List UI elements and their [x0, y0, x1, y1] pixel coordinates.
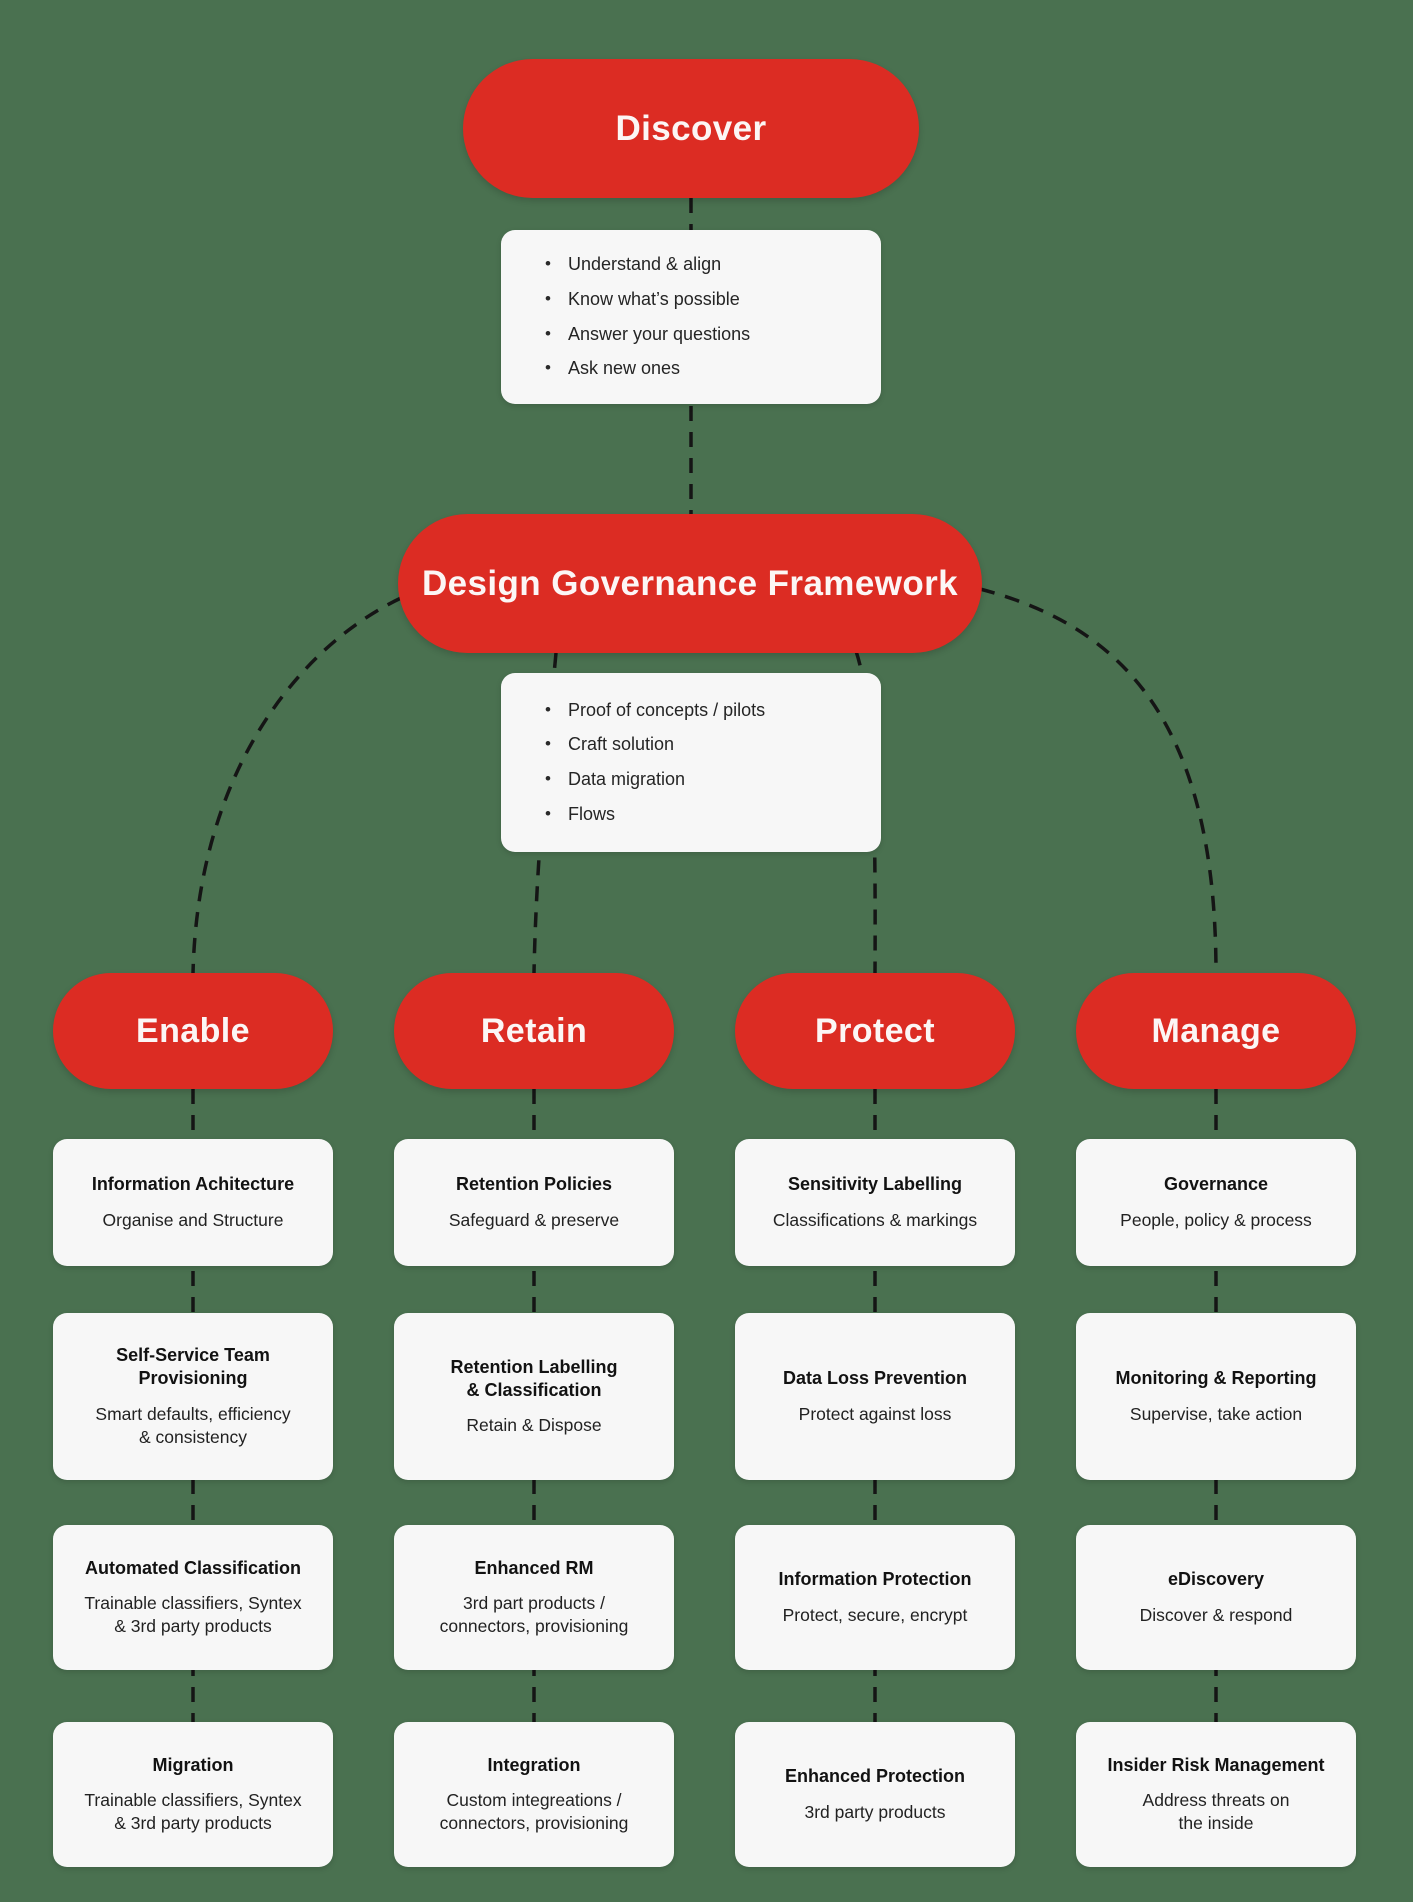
card-title: Governance	[1163, 1174, 1269, 1195]
card-subtitle: Trainable classifiers, Syntex & 3rd part…	[84, 1790, 302, 1834]
card-retention-policies: Retention Policies Safeguard & preserve	[394, 1139, 674, 1266]
card-subtitle: 3rd part products / connectors, provisio…	[439, 1593, 629, 1637]
discover-notes-list: Understand & align Know what’s possible …	[545, 241, 861, 392]
card-title: Information Achitecture	[91, 1174, 295, 1195]
connector-design-to-manage	[979, 587, 1218, 974]
node-enable: Enable	[53, 973, 333, 1089]
card-title: Sensitivity Labelling	[787, 1174, 963, 1195]
connector-design-to-enable	[191, 596, 402, 974]
card-information-architecture: Information Achitecture Organise and Str…	[53, 1139, 333, 1266]
card-automated-classification: Automated Classification Trainable class…	[53, 1525, 333, 1670]
card-title: Automated Classification	[84, 1557, 302, 1578]
card-title: Migration	[152, 1754, 234, 1775]
discover-notes-card: Understand & align Know what’s possible …	[501, 230, 881, 404]
note-item: Data migration	[545, 769, 861, 791]
node-protect: Protect	[735, 973, 1015, 1089]
node-design-governance-framework: Design Governance Framework	[398, 514, 982, 653]
card-subtitle: Protect against loss	[798, 1403, 952, 1424]
design-notes-card: Proof of concepts / pilots Craft solutio…	[501, 673, 881, 852]
node-discover-label: Discover	[615, 108, 767, 148]
card-title: Insider Risk Management	[1107, 1754, 1325, 1775]
card-title: Self-Service Team Provisioning	[116, 1345, 270, 1389]
note-item: Flows	[545, 804, 861, 826]
note-item: Understand & align	[545, 254, 861, 276]
card-subtitle: People, policy & process	[1120, 1209, 1312, 1230]
card-migration: Migration Trainable classifiers, Syntex …	[53, 1722, 333, 1867]
card-sensitivity-labelling: Sensitivity Labelling Classifications & …	[735, 1139, 1015, 1266]
card-title: Information Protection	[778, 1569, 972, 1590]
card-self-service-team-provisioning: Self-Service Team Provisioning Smart def…	[53, 1313, 333, 1480]
card-title: Data Loss Prevention	[782, 1368, 968, 1389]
note-item: Craft solution	[545, 734, 861, 756]
card-subtitle: Discover & respond	[1139, 1604, 1293, 1625]
node-manage-label: Manage	[1151, 1011, 1281, 1050]
card-information-protection: Information Protection Protect, secure, …	[735, 1525, 1015, 1670]
node-enable-label: Enable	[136, 1011, 250, 1050]
card-subtitle: Classifications & markings	[772, 1209, 978, 1230]
card-title: Enhanced RM	[474, 1557, 594, 1578]
card-title: Monitoring & Reporting	[1115, 1368, 1317, 1389]
card-subtitle: Custom integreations / connectors, provi…	[439, 1790, 629, 1834]
card-subtitle: Address threats on the inside	[1142, 1790, 1290, 1834]
card-subtitle: Retain & Dispose	[466, 1415, 602, 1436]
card-title: Retention Labelling & Classification	[450, 1356, 618, 1400]
card-subtitle: Safeguard & preserve	[448, 1209, 620, 1230]
card-title: Enhanced Protection	[784, 1766, 966, 1787]
card-title: eDiscovery	[1167, 1569, 1265, 1590]
note-item: Answer your questions	[545, 324, 861, 346]
note-item: Proof of concepts / pilots	[545, 700, 861, 722]
card-subtitle: Supervise, take action	[1129, 1403, 1303, 1424]
card-ediscovery: eDiscovery Discover & respond	[1076, 1525, 1356, 1670]
design-notes-list: Proof of concepts / pilots Craft solutio…	[545, 687, 861, 838]
node-discover: Discover	[463, 59, 919, 198]
node-design-label: Design Governance Framework	[422, 563, 958, 603]
card-governance: Governance People, policy & process	[1076, 1139, 1356, 1266]
node-protect-label: Protect	[815, 1011, 935, 1050]
node-retain-label: Retain	[480, 1011, 588, 1050]
card-subtitle: Smart defaults, efficiency & consistency	[95, 1403, 291, 1447]
note-item: Know what’s possible	[545, 289, 861, 311]
card-subtitle: Organise and Structure	[102, 1209, 284, 1230]
card-title: Retention Policies	[455, 1174, 613, 1195]
card-integration: Integration Custom integreations / conne…	[394, 1722, 674, 1867]
card-insider-risk-management: Insider Risk Management Address threats …	[1076, 1722, 1356, 1867]
card-monitoring-reporting: Monitoring & Reporting Supervise, take a…	[1076, 1313, 1356, 1480]
card-enhanced-rm: Enhanced RM 3rd part products / connecto…	[394, 1525, 674, 1670]
node-manage: Manage	[1076, 973, 1356, 1089]
node-retain: Retain	[394, 973, 674, 1089]
card-subtitle: Protect, secure, encrypt	[782, 1604, 968, 1625]
card-subtitle: Trainable classifiers, Syntex & 3rd part…	[84, 1593, 302, 1637]
card-enhanced-protection: Enhanced Protection 3rd party products	[735, 1722, 1015, 1867]
note-item: Ask new ones	[545, 358, 861, 380]
card-title: Integration	[487, 1754, 581, 1775]
card-subtitle: 3rd party products	[804, 1801, 946, 1822]
card-data-loss-prevention: Data Loss Prevention Protect against los…	[735, 1313, 1015, 1480]
card-retention-labelling-classification: Retention Labelling & Classification Ret…	[394, 1313, 674, 1480]
